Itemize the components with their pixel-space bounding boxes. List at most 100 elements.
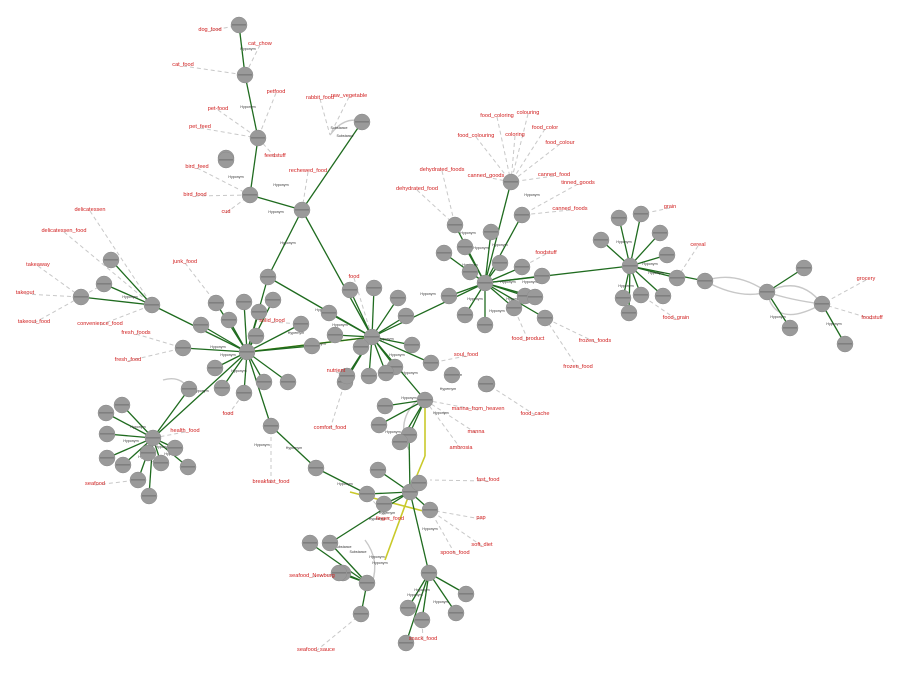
word-label-dog_food: dog_food <box>198 27 221 33</box>
node-caption <box>797 267 811 269</box>
node-caption <box>507 307 521 309</box>
synonym-link <box>429 509 482 520</box>
node-caption <box>264 425 278 427</box>
node-caption <box>194 324 208 326</box>
hyponym-link <box>315 467 368 495</box>
edge-label: Hyponym <box>280 241 295 245</box>
node-caption <box>538 317 552 319</box>
synonym-link <box>184 262 217 304</box>
hyponym-link <box>103 283 153 306</box>
substance-link <box>384 491 411 561</box>
node-caption <box>249 335 263 337</box>
node-caption <box>622 312 636 314</box>
node-caption <box>391 297 405 299</box>
hyponym-link <box>249 194 303 211</box>
word-label-dehydrated_foods: dehydrated_foods <box>420 167 465 173</box>
hyponym-link <box>110 259 153 306</box>
edge-label: Hyponym <box>420 292 435 296</box>
node-caption <box>365 336 379 338</box>
node-caption <box>458 314 472 316</box>
node-caption <box>535 275 549 277</box>
hyponym-link <box>249 137 259 196</box>
hyponym-link <box>329 542 368 584</box>
word-label-coloring: coloring <box>505 132 525 138</box>
node-caption <box>261 276 275 278</box>
node-caption <box>634 213 648 215</box>
node-caption <box>670 277 684 279</box>
edge-label: Hyponym <box>254 443 269 447</box>
hyponym-link <box>267 209 303 278</box>
node-caption <box>99 412 113 414</box>
node-caption <box>154 462 168 464</box>
synonym-link <box>475 136 512 183</box>
node-caption <box>208 367 222 369</box>
node-caption <box>340 375 354 377</box>
hyponym-link <box>301 209 373 338</box>
node-caption <box>238 74 252 76</box>
hyponym-link <box>484 214 523 284</box>
word-label-snack_food: snack_food <box>409 636 438 642</box>
edge-label: Hyponym <box>372 561 387 565</box>
synonym-link <box>510 128 546 183</box>
word-label-dehydrated_food: dehydrated_food <box>396 186 438 192</box>
edge-label: Hyponym <box>155 445 170 449</box>
hyponym-link <box>246 351 289 383</box>
synonym-link <box>63 231 153 306</box>
node-caption <box>372 424 386 426</box>
hyponym-link <box>378 399 426 426</box>
node-caption <box>448 224 462 226</box>
edge-label: Hypernym <box>379 511 395 515</box>
word-label-delicatessen: delicatessen <box>74 207 105 213</box>
word-label-foodstuff: foodstuff <box>535 250 557 256</box>
word-label-food: food <box>349 274 360 280</box>
word-label-food_grain: food_grain <box>663 315 689 321</box>
node-caption <box>422 572 436 574</box>
word-label-seafood_newburg: seafood_Newburg <box>289 573 334 579</box>
node-caption <box>182 388 196 390</box>
node-caption <box>760 291 774 293</box>
word-label-food_colour: food_colour <box>545 140 574 146</box>
word-label-seafood_sauce: seafood_sauce <box>297 647 335 653</box>
edge-label: Substance <box>331 126 348 130</box>
edge-label: Hyponym <box>826 322 841 326</box>
synonym-link <box>821 279 867 305</box>
word-label-spoon_food: spoon_food <box>440 550 469 556</box>
word-label-fresh_food: fresh_food <box>115 357 141 363</box>
node-caption <box>528 296 542 298</box>
word-label-manna_from_heaven: manna_from_heaven <box>452 406 505 412</box>
synonym-link <box>24 293 82 298</box>
hyponym-link <box>371 336 432 364</box>
node-caption <box>459 593 473 595</box>
hyponym-link <box>246 345 313 353</box>
word-label-bird_food: bird_food <box>183 192 206 198</box>
node-caption <box>222 319 236 321</box>
word-label-cereal: cereal <box>690 242 705 248</box>
word-label-pet_food: pet-food <box>208 106 229 112</box>
node-caption <box>219 159 233 161</box>
hyponym-link <box>409 491 430 574</box>
node-caption <box>379 372 393 374</box>
node-caption <box>634 294 648 296</box>
word-labels: dog_foodcat_chowcat_foodpetfoodpet-foodp… <box>16 27 883 653</box>
edge-label: Substance <box>337 134 354 138</box>
node-caption <box>237 392 251 394</box>
node-caption <box>362 375 376 377</box>
synonym-link <box>424 399 462 450</box>
word-label-cud: cud <box>221 209 230 215</box>
word-label-junk_food: junk_food <box>172 259 197 265</box>
word-label-food_colouring: food_colouring <box>458 133 495 139</box>
node-caption <box>484 231 498 233</box>
node-caption <box>243 194 257 196</box>
node-caption <box>660 254 674 256</box>
edge-label: Hyponym <box>123 439 138 443</box>
word-label-manna: manna <box>467 429 485 435</box>
word-label-health_food: health_food <box>170 428 199 434</box>
edge-label: Hyponym <box>122 295 137 299</box>
synonym-link <box>521 209 571 216</box>
node-caption <box>594 239 608 241</box>
hyponym-link <box>243 301 248 353</box>
hyponym-link <box>238 24 246 76</box>
node-caption <box>478 282 492 284</box>
hyponym-link <box>309 542 368 584</box>
edge-label: Hyponym <box>220 353 235 357</box>
